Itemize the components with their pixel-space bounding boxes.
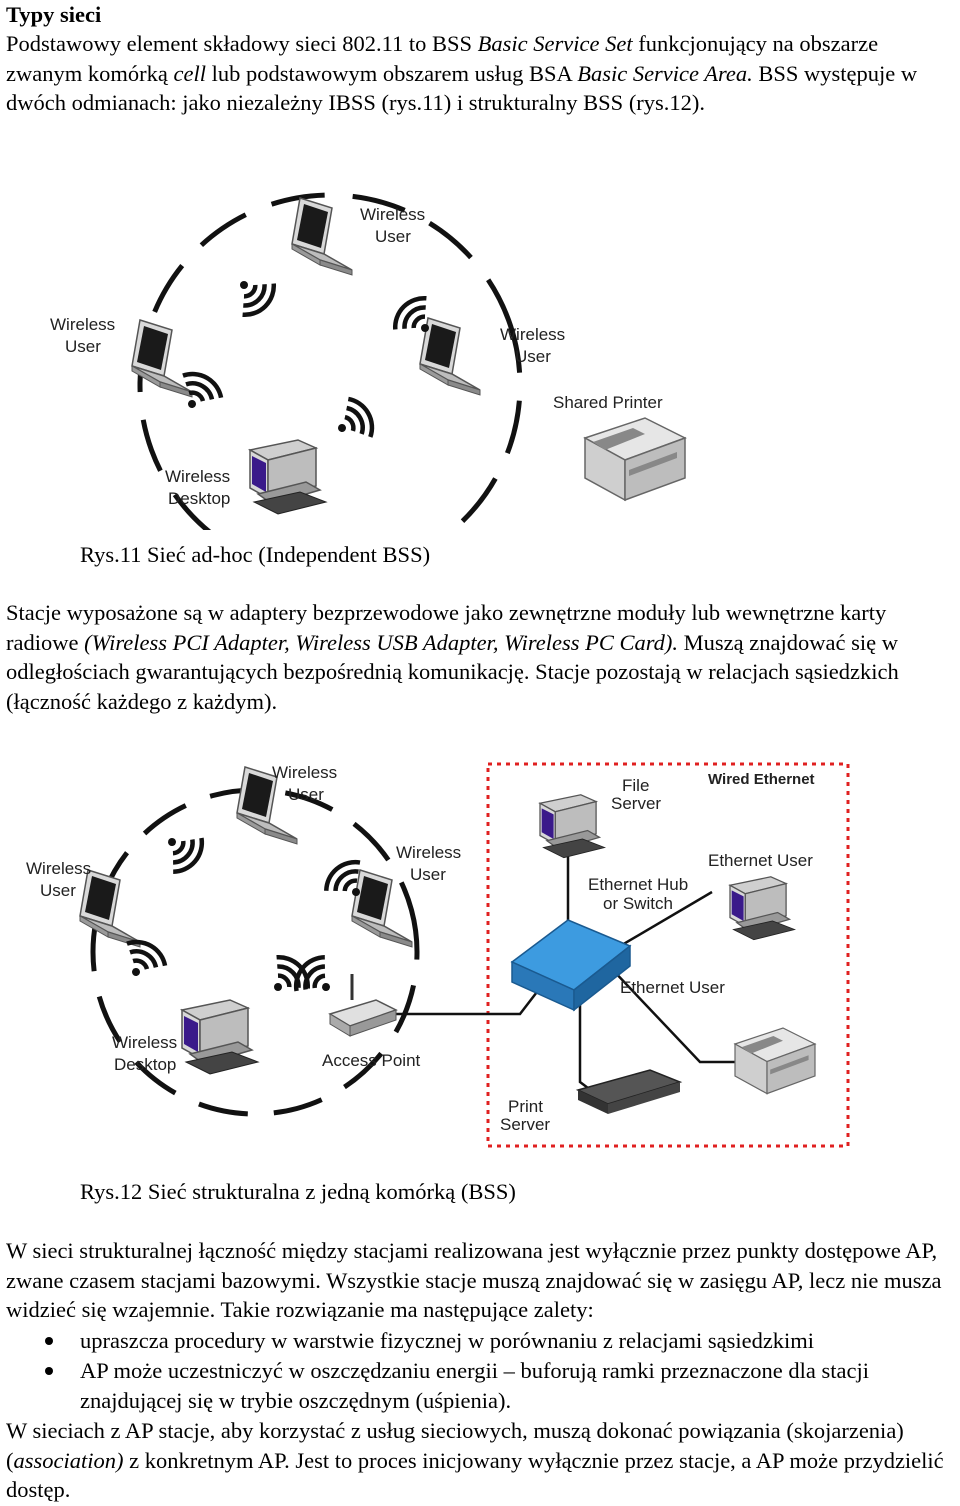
intro-text-4: BSS występuje w dwóch odmianach: jako ni… (6, 60, 918, 116)
label-wireless-desktop: Wireless (165, 467, 230, 486)
desktop-icon (181, 999, 259, 1075)
wireless-signal-icon (328, 394, 380, 449)
para2-text-2: Muszą znajdować się w odległościach gwar… (6, 629, 899, 714)
figure-bss-diagram: Wireless User Wireless User Wireless Use… (26, 762, 850, 1148)
para4-term-association: association) (13, 1447, 124, 1473)
wireless-signal-icon (289, 951, 343, 1007)
label-access-point: Access Point (322, 1051, 421, 1070)
label-wireless-user-left: Wireless (26, 859, 91, 878)
label-file-server-2: Server (611, 794, 661, 813)
intro-text-1: Podstawowy element składowy sieci 802.11… (6, 31, 478, 56)
laptop-icon (351, 869, 413, 948)
label-print-server-2: Server (500, 1115, 550, 1134)
label-wireless-user-right: Wireless (500, 325, 565, 344)
list-item: upraszcza procedury w warstwie fizycznej… (0, 1326, 960, 1356)
label-shared-printer: Shared Printer (553, 393, 663, 412)
laptop-icon (419, 317, 481, 396)
intro-text-3: lub podstawowym obszarem usług BSA (205, 60, 578, 86)
wireless-signal-icon (155, 823, 209, 879)
bss-ring (90, 787, 420, 1117)
label-wireless-user-top: Wireless (360, 205, 425, 224)
label-wireless-desktop-2: Desktop (168, 489, 230, 508)
advantages-list: upraszcza procedury w warstwie fizycznej… (0, 1326, 960, 1416)
association-paragraph: W sieciach z AP stacje, aby korzystać z … (6, 1416, 956, 1505)
adhoc-ring (137, 192, 523, 530)
intro-text-2: funkcjonujący na obszarze zwanym komórką (6, 31, 879, 86)
list-item: AP może uczestniczyć w oszczędzaniu ener… (0, 1356, 960, 1416)
section-heading: Typy sieci (6, 2, 102, 27)
label-wireless-user-top: Wireless (272, 763, 337, 782)
intro-term-bss: Basic Service Set (477, 31, 633, 56)
structural-paragraph: W sieci strukturalnej łączność między st… (6, 1238, 942, 1322)
label-print-server: Print (508, 1097, 543, 1116)
para2-text-1: Stacje wyposażone są w adaptery bezprzew… (6, 600, 887, 655)
desktop-icon (729, 876, 796, 941)
figure-12-caption: Rys.12 Sieć strukturalna z jedną komórką… (80, 1179, 516, 1204)
adapters-paragraph: Stacje wyposażone są w adaptery bezprzew… (6, 598, 956, 716)
desktop-icon (249, 439, 327, 515)
figure-adhoc-diagram: Wireless User Wireless User Wireless Use… (50, 192, 686, 530)
label-wireless-desktop-2: Desktop (114, 1055, 176, 1074)
intro-paragraph: Podstawowy element składowy sieci 802.11… (6, 29, 956, 118)
para2-adapter-list: (Wireless PCI Adapter, Wireless USB Adap… (84, 629, 679, 655)
label-wireless-user-left-2: User (40, 881, 76, 900)
label-hub-2: or Switch (603, 894, 673, 913)
label-wireless-user-top-2: User (288, 785, 324, 804)
label-hub: Ethernet Hub (588, 875, 688, 894)
intro-term-bsa: Basic Service Area. (577, 60, 753, 86)
label-ethernet-user-top: Ethernet User (708, 851, 813, 870)
label-wireless-desktop: Wireless (112, 1033, 177, 1052)
wireless-signal-icon (115, 935, 170, 987)
label-file-server: File (622, 776, 649, 795)
print-server-icon (575, 1069, 683, 1114)
label-wireless-user-right: Wireless (396, 843, 461, 862)
label-wired-ethernet: Wired Ethernet (708, 771, 815, 788)
printer-icon (584, 417, 686, 501)
desktop-icon (539, 794, 606, 859)
label-wireless-user-left-2: User (65, 337, 101, 356)
hub-switch-icon (510, 919, 632, 1012)
access-point-icon (328, 974, 398, 1037)
label-wireless-user-right-2: User (515, 347, 551, 366)
label-wireless-user-top-2: User (375, 227, 411, 246)
para4-text-2: z konkretnym AP. Jest to proces inicjowa… (6, 1447, 944, 1503)
para4-text-1: W sieciach z AP stacje, aby korzystać z … (6, 1418, 904, 1473)
label-wireless-user-right-2: User (410, 865, 446, 884)
label-wireless-user-left: Wireless (50, 315, 115, 334)
laptop-icon (291, 197, 353, 276)
figure-11-caption: Rys.11 Sieć ad-hoc (Independent BSS) (80, 542, 431, 567)
printer-icon (734, 1027, 816, 1095)
wired-ethernet-boundary (486, 762, 850, 1148)
wireless-signal-icon (226, 267, 281, 322)
laptop-icon (79, 869, 141, 948)
intro-term-cell: cell (173, 60, 206, 86)
label-ethernet-user-bottom: Ethernet User (620, 978, 725, 997)
